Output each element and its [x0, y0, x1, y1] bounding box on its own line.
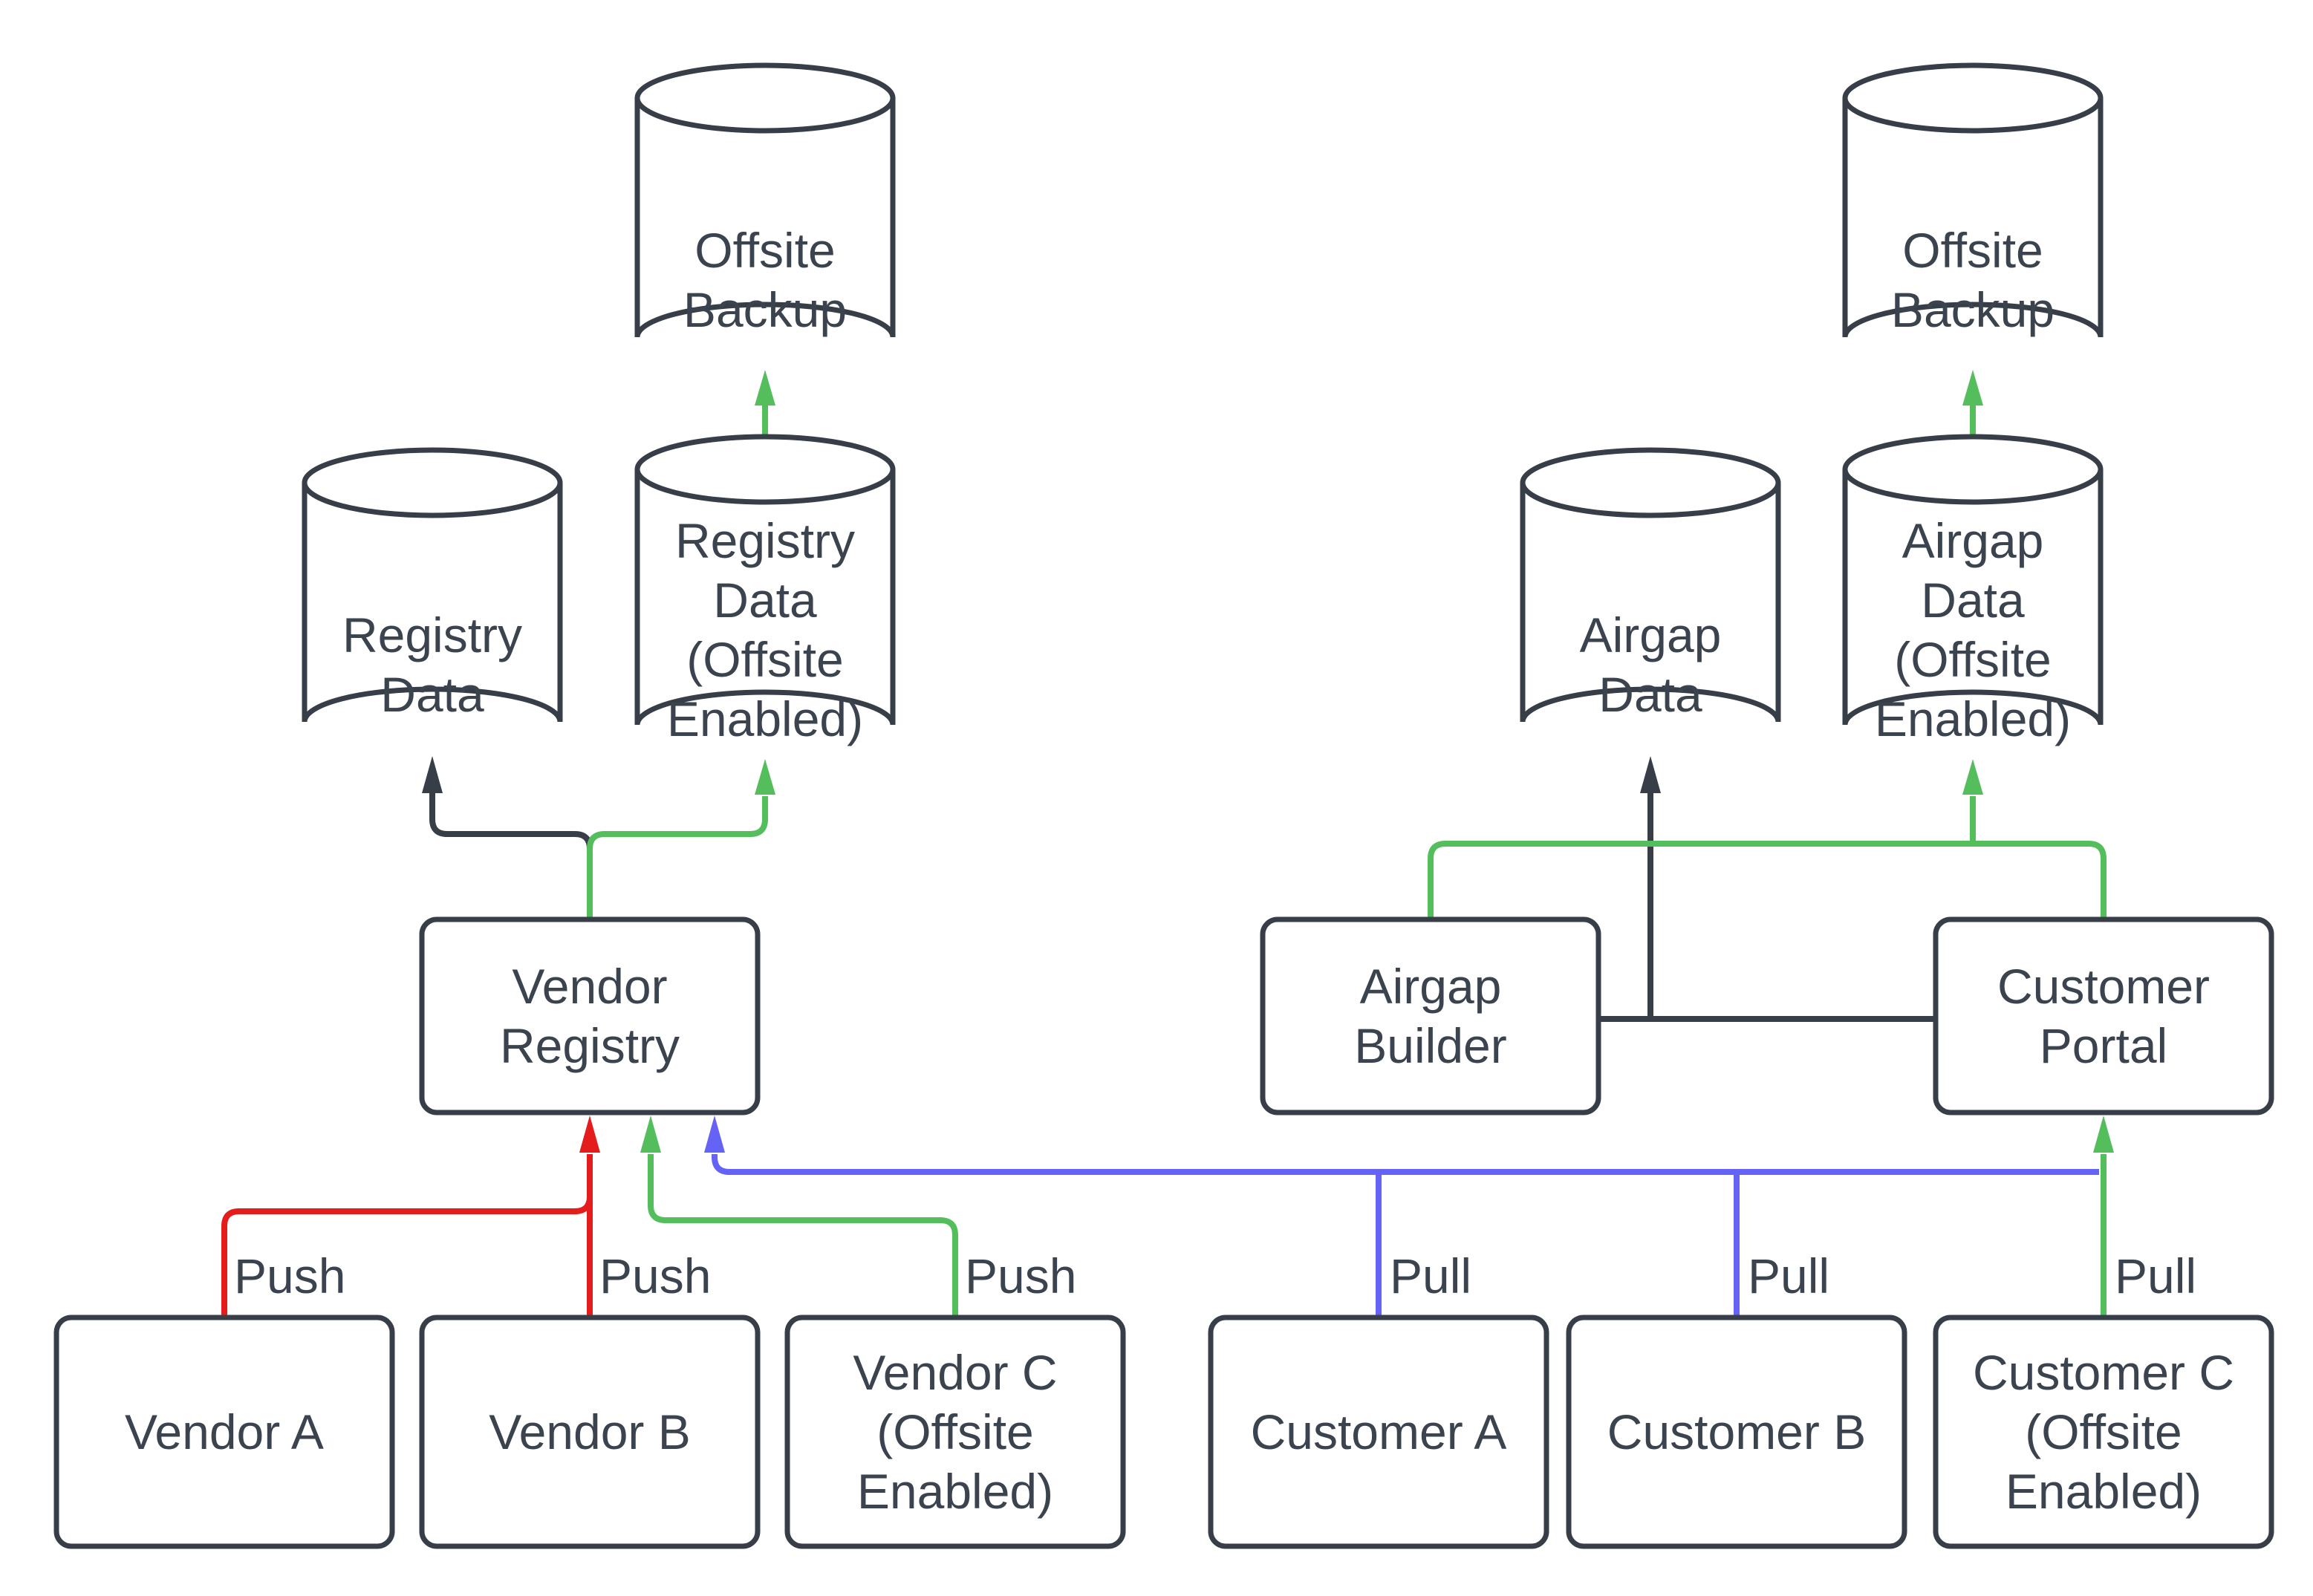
cylinder-registry-data: Registry Data [302, 447, 563, 723]
edge-blue-pull-trunk [712, 1154, 2099, 1175]
cylinder-body [634, 469, 896, 726]
node-label-line: (Offsite [876, 1404, 1034, 1459]
arrowhead-vendor-registry-blue [704, 1115, 725, 1153]
cylinder-airgap-data: Airgap Data [1520, 447, 1781, 723]
arrowhead-customer-portal-green [2093, 1115, 2114, 1153]
nodes-layer: Offsite Backup Offsite Backup Registry D… [53, 62, 2274, 1549]
box-shape [419, 1315, 761, 1549]
edge-label-pull-customer-b: Pull [1748, 1248, 1829, 1303]
box-shape [1260, 916, 1601, 1115]
node-label-line: Airgap [1902, 513, 2044, 568]
edge-green-airgap-network [1428, 841, 2107, 919]
arrowhead-airgap-data [1640, 756, 1661, 793]
node-label-line: Enabled) [667, 691, 863, 746]
edge-label-pull-customer-a: Pull [1390, 1248, 1471, 1303]
node-label-line: (Offsite [2025, 1404, 2182, 1459]
edge-vendor-registry-to-registry-data [429, 793, 593, 919]
node-label-line: Offsite [1902, 223, 2043, 278]
cylinder-top [1520, 447, 1781, 518]
box-customer-portal: Customer Portal [1933, 916, 2274, 1115]
arrowhead-airgap-data-offsite [1962, 759, 1983, 795]
cylinder-body [302, 483, 563, 723]
cylinder-top [1842, 62, 2104, 134]
cylinder-body [1520, 483, 1781, 723]
box-customer-c: Customer C (Offsite Enabled) [1933, 1315, 2274, 1549]
node-label-line: Vendor [512, 959, 667, 1014]
edge-label-push-vendor-b: Push [599, 1248, 711, 1303]
cylinder-body [1842, 98, 2104, 338]
node-label-line: Registry [500, 1018, 680, 1073]
arrowhead-offsite-backup-left [755, 370, 775, 405]
arrowhead-registry-data [422, 756, 443, 793]
cylinder-airgap-data-offsite: Airgap Data (Offsite Enabled) [1842, 434, 2104, 746]
node-label-line: (Offsite [686, 632, 844, 687]
node-label-line: Portal [2040, 1018, 2167, 1073]
cylinder-top [1842, 434, 2104, 505]
node-label-line: Data [1921, 573, 2025, 628]
cylinder-top [302, 447, 563, 518]
box-vendor-registry: Vendor Registry [419, 916, 761, 1115]
node-label-line: Data [713, 573, 817, 628]
node-label-line: Airgap [1360, 959, 1502, 1014]
box-shape [1566, 1315, 1907, 1549]
node-label-line: Airgap [1580, 608, 1722, 662]
node-label-line: Vendor A [125, 1404, 324, 1459]
box-vendor-c: Vendor C (Offsite Enabled) [784, 1315, 1126, 1549]
edges-layer [221, 370, 2114, 1317]
arrowhead-vendor-registry-red [579, 1115, 600, 1153]
box-shape [419, 916, 761, 1115]
edge-label-push-vendor-c: Push [965, 1248, 1076, 1303]
node-label-line: Customer A [1251, 1404, 1507, 1459]
node-label-line: Enabled) [1875, 691, 2071, 746]
box-airgap-builder: Airgap Builder [1260, 916, 1601, 1115]
box-shape [784, 1315, 1126, 1549]
cylinder-registry-data-offsite: Registry Data (Offsite Enabled) [634, 434, 896, 746]
edge-vendor-c-to-vendor-registry [648, 1154, 958, 1317]
arrowhead-offsite-backup-right [1962, 370, 1983, 405]
box-shape [1208, 1315, 1549, 1549]
node-label-line: Vendor B [489, 1404, 691, 1459]
node-label-line: Data [1598, 667, 1702, 722]
cylinder-top [634, 434, 896, 505]
node-label-line: Enabled) [2005, 1464, 2202, 1519]
cylinder-body [634, 98, 896, 338]
edge-label-pull-customer-c: Pull [2115, 1248, 2196, 1303]
node-label-line: Customer B [1607, 1404, 1866, 1459]
box-vendor-a: Vendor A [53, 1315, 395, 1549]
arrowhead-vendor-registry-green [640, 1115, 661, 1153]
node-label-line: Builder [1354, 1018, 1506, 1073]
box-vendor-b: Vendor B [419, 1315, 761, 1549]
node-label-line: Backup [683, 282, 847, 337]
node-label-line: Data [380, 667, 484, 722]
node-label-line: Customer [1997, 959, 2210, 1014]
box-shape [1933, 1315, 2274, 1549]
node-label-line: (Offsite [1894, 632, 2052, 687]
edge-label-push-vendor-a: Push [234, 1248, 345, 1303]
node-label-line: Registry [342, 608, 522, 662]
cylinder-offsite-backup-right: Offsite Backup [1842, 62, 2104, 338]
box-customer-b: Customer B [1566, 1315, 1907, 1549]
node-label-line: Enabled) [857, 1464, 1053, 1519]
cylinder-offsite-backup-left: Offsite Backup [634, 62, 896, 338]
node-label-line: Backup [1891, 282, 2055, 337]
box-shape [53, 1315, 395, 1549]
arrowhead-registry-data-offsite [755, 759, 775, 795]
edge-vendor-registry-to-registry-data-offsite [587, 796, 768, 919]
edge-labels-layer: Push Push Push Pull Pull Pull [234, 1248, 2196, 1303]
box-customer-a: Customer A [1208, 1315, 1549, 1549]
node-label-line: Registry [675, 513, 855, 568]
cylinder-top [634, 62, 896, 134]
cylinder-body [1842, 469, 2104, 726]
node-label-line: Customer C [1973, 1345, 2234, 1400]
node-label-line: Offsite [694, 223, 836, 278]
box-shape [1933, 916, 2274, 1115]
node-label-line: Vendor C [853, 1345, 1057, 1400]
